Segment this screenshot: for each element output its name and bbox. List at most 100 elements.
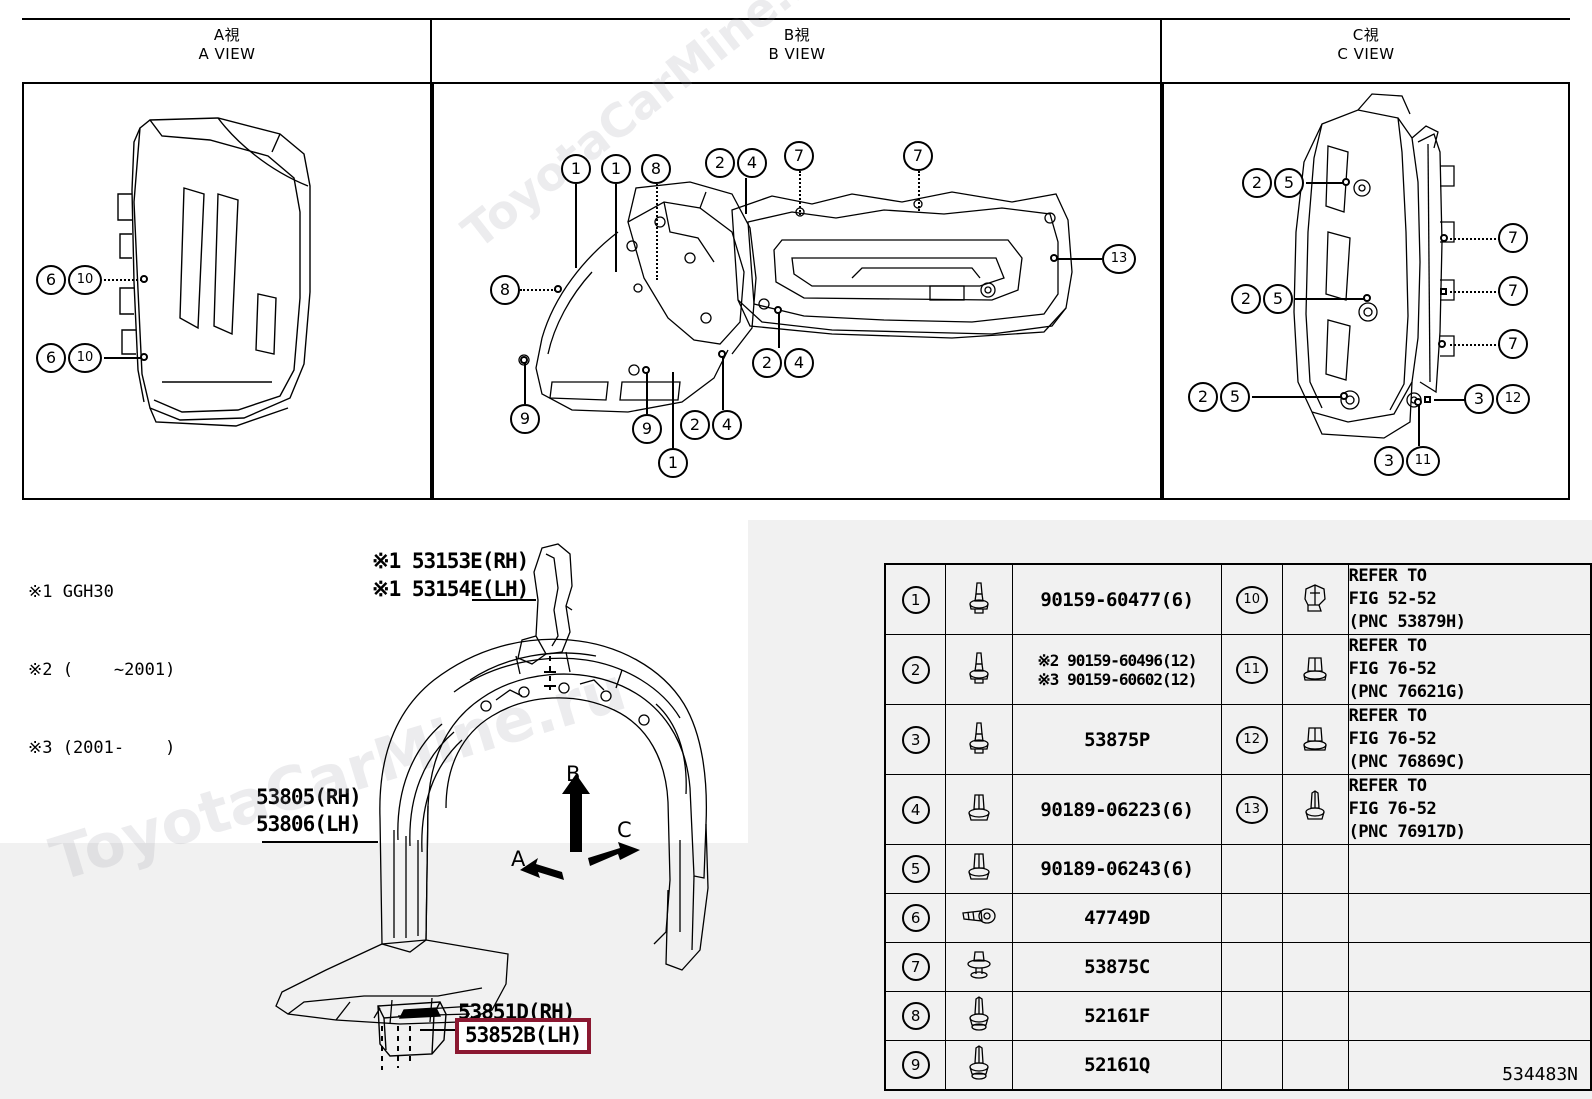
view-b-callout-4-top[interactable]: 4 [737, 148, 767, 178]
view-b-callout-4-mid[interactable]: 4 [784, 348, 814, 378]
view-c-callout-2-bot[interactable]: 2 [1188, 382, 1218, 412]
view-a-callout-10-top[interactable]: 10 [68, 265, 102, 295]
cell-number: 2 [884, 634, 947, 705]
seal-leader [420, 1029, 460, 1031]
view-c-leader-25bot [1252, 396, 1342, 398]
table-row: 6 47749D [884, 893, 1592, 943]
cell-number: 4 [884, 774, 947, 845]
label-seal-lh-highlighted[interactable]: 53852B(LH) [455, 1018, 592, 1054]
view-c-callout-5-mid[interactable]: 5 [1263, 284, 1293, 314]
view-b-leader-1b [615, 184, 617, 272]
view-a-callout-6-top[interactable]: 6 [36, 265, 66, 295]
view-c-callout-2-top[interactable]: 2 [1242, 168, 1272, 198]
view-a-callout-10-bottom[interactable]: 10 [68, 343, 102, 373]
cell-number: 12 [1220, 704, 1283, 775]
view-c-leader-25mid [1295, 298, 1365, 300]
view-b-header-en: B VIEW [768, 45, 826, 63]
screw-grommet-icon [945, 704, 1014, 775]
push-rivet-icon [945, 844, 1014, 894]
pin-clip-icon [945, 1040, 1014, 1090]
view-b-callout-1-c[interactable]: 1 [658, 448, 688, 478]
label-liner-rh: 53805(RH) [256, 785, 362, 809]
view-c-anchor-311 [1414, 398, 1422, 406]
view-a-anchor-top [140, 275, 148, 283]
table-row: 9 52161Q [884, 1040, 1592, 1090]
view-b-anchor-9b [642, 366, 650, 374]
part-name: REFER TO FIG 76-52 (PNC 76869C) [1347, 704, 1592, 775]
view-c-anchor-25mid [1363, 294, 1371, 302]
direction-arrows [520, 774, 640, 880]
part-number-badge: 2 [901, 655, 930, 684]
view-b-callout-2-mid[interactable]: 2 [752, 348, 782, 378]
label-pillar-lh: ※1 53154E(LH) [372, 577, 529, 601]
view-b-callout-7-a[interactable]: 7 [784, 141, 814, 171]
view-c-leader-7b [1450, 291, 1500, 293]
part-name: REFER TO FIG 76-52 (PNC 76621G) [1347, 634, 1592, 705]
view-a-leader-top [104, 279, 142, 281]
view-b-callout-1-b[interactable]: 1 [601, 154, 631, 184]
view-c-callout-12[interactable]: 12 [1496, 384, 1530, 414]
view-b-callout-1-a[interactable]: 1 [561, 154, 591, 184]
view-c-header-jp: C視 [1352, 26, 1380, 44]
view-b-callout-9-b[interactable]: 9 [632, 414, 662, 444]
view-c-leader-312 [1434, 399, 1466, 401]
table-empty-cell [1281, 844, 1349, 894]
table-empty-cell [1281, 1040, 1349, 1090]
part-number-badge: 3 [901, 725, 930, 754]
part-name: ※2 90159-60496(12) ※3 90159-60602(12) [1012, 634, 1222, 705]
view-b-callout-7-b[interactable]: 7 [903, 141, 933, 171]
view-b-callout-4-bot[interactable]: 4 [712, 410, 742, 440]
part-name: 52161Q [1012, 1040, 1222, 1090]
view-b-leader-7a [799, 171, 801, 215]
view-c-callout-7-c[interactable]: 7 [1498, 329, 1528, 359]
view-c-callout-3-a[interactable]: 3 [1464, 384, 1494, 414]
table-empty-cell [1281, 942, 1349, 992]
part-number-badge: 6 [901, 904, 930, 932]
view-b-callout-9-a[interactable]: 9 [510, 404, 540, 434]
view-c-header: C視 C VIEW [1162, 20, 1570, 64]
view-b-anchor-9a [520, 356, 528, 364]
view-b-anchor-24mid [774, 306, 782, 314]
view-c-callout-5-top[interactable]: 5 [1274, 168, 1304, 198]
footnote-3: ※3 (2001- ) [28, 738, 176, 758]
view-b-callout-8-left[interactable]: 8 [490, 275, 520, 305]
view-b-callout-8-top[interactable]: 8 [641, 154, 671, 184]
view-b-leader-1c [672, 372, 674, 448]
cell-number: 1 [884, 563, 947, 635]
view-b-anchor-8left [554, 285, 562, 293]
view-a-callout-6-bottom[interactable]: 6 [36, 343, 66, 373]
view-c-anchor-7a [1440, 234, 1448, 242]
header-divider-1 [430, 18, 432, 82]
view-b-callout-2-top[interactable]: 2 [705, 148, 735, 178]
part-name: 52161F [1012, 991, 1222, 1041]
part-name: REFER TO FIG 76-52 (PNC 76917D) [1347, 774, 1592, 845]
label-pillar-rh: ※1 53153E(RH) [372, 549, 529, 573]
view-b-callout-13[interactable]: 13 [1102, 244, 1136, 274]
view-c-callout-7-a[interactable]: 7 [1498, 223, 1528, 253]
view-c-leader-7c [1450, 344, 1500, 346]
part-number-badge: 10 [1235, 585, 1268, 614]
label-seal-lh-text: 53852B(LH) [465, 1023, 582, 1047]
table-empty-cell [1347, 844, 1592, 894]
view-c-callout-11[interactable]: 11 [1406, 446, 1440, 476]
footnote-1: ※1 GGH30 [28, 582, 114, 602]
view-c-callout-7-b[interactable]: 7 [1498, 276, 1528, 306]
part-number-badge: 1 [901, 585, 930, 614]
arrow-label-c: C [617, 818, 632, 842]
view-c-callout-3-b[interactable]: 3 [1374, 446, 1404, 476]
table-empty-cell [1281, 991, 1349, 1041]
view-b-leader-24mid [778, 312, 780, 348]
view-b-leader-8top [656, 184, 658, 280]
table-empty-cell [1220, 844, 1283, 894]
pin-clip-icon [945, 991, 1014, 1041]
view-c-anchor-312 [1424, 396, 1431, 403]
part-number-badge: 8 [901, 1002, 930, 1030]
view-c-leader-7a [1450, 238, 1500, 240]
view-c-callout-5-bot[interactable]: 5 [1220, 382, 1250, 412]
view-c-anchor-25top [1342, 178, 1350, 186]
view-b-callout-2-bot[interactable]: 2 [680, 410, 710, 440]
view-b-leader-24top [745, 178, 747, 214]
view-c-header-en: C VIEW [1337, 45, 1395, 63]
view-c-anchor-7b [1440, 288, 1447, 295]
view-c-callout-2-mid[interactable]: 2 [1231, 284, 1261, 314]
